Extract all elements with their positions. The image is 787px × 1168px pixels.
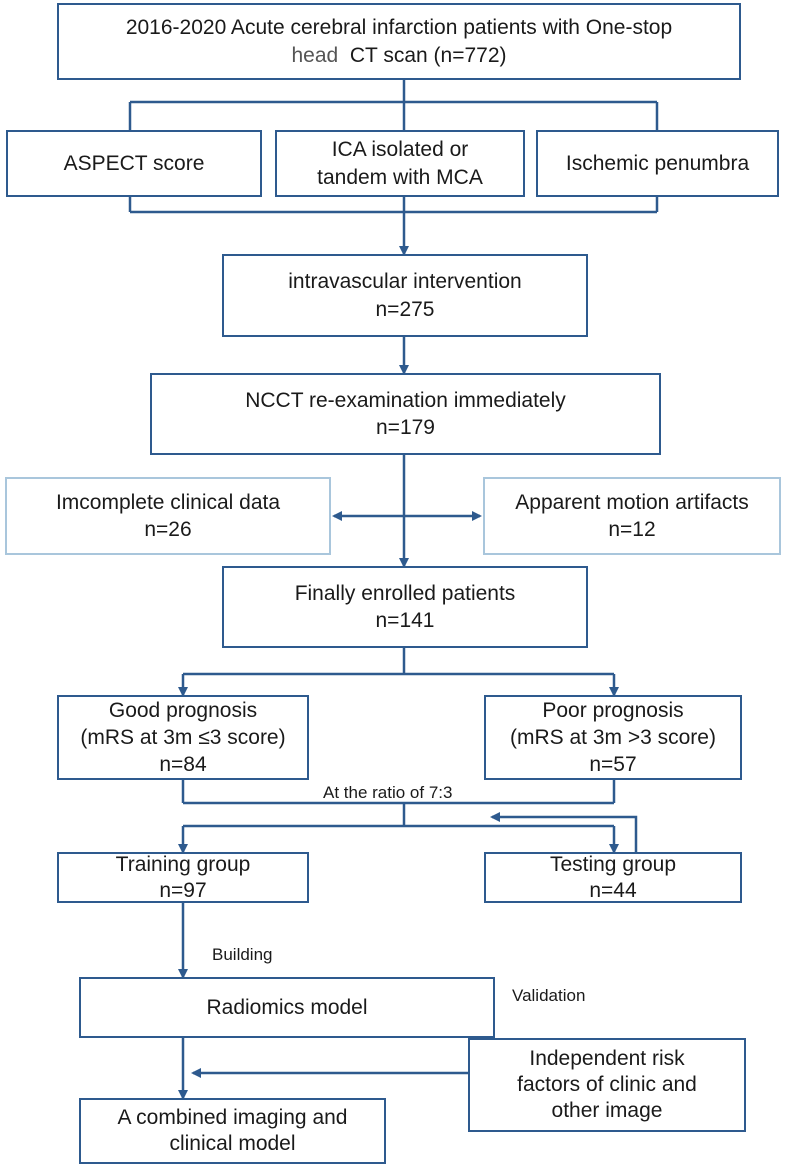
- radiomics-box: Radiomics model: [79, 977, 495, 1038]
- enrolled-line1: Finally enrolled patients: [294, 581, 516, 605]
- risk-line1: Independent risk: [529, 1046, 685, 1070]
- incomplete-box: Imcomplete clinical data n=26: [5, 477, 331, 555]
- motion-box: Apparent motion artifacts n=12: [483, 477, 781, 555]
- good-line3: n=84: [159, 753, 207, 777]
- enrolled-box: Finally enrolled patients n=141: [222, 566, 588, 648]
- motion-line1: Apparent motion artifacts: [515, 490, 749, 514]
- ncct-line2: n=179: [376, 416, 435, 439]
- validation-label: Validation: [512, 986, 586, 1005]
- patients-line2-head: head: [291, 43, 339, 67]
- poor-line1: Poor prognosis: [542, 698, 684, 722]
- ncct-box: NCCT re-examination immediately n=179: [150, 373, 661, 455]
- enrolled-line2: n=141: [375, 609, 435, 632]
- risk-line2: factors of clinic and: [517, 1072, 697, 1096]
- incomplete-line2: n=26: [144, 518, 192, 541]
- ica-box: ICA isolated or tandem with MCA: [275, 130, 525, 197]
- penumbra-box: Ischemic penumbra: [536, 130, 779, 197]
- risk-line3: other image: [551, 1099, 663, 1123]
- building-label: Building: [212, 945, 273, 964]
- good-prognosis-box: Good prognosis (mRS at 3m ≤3 score) n=84: [57, 695, 309, 780]
- testing-box: Testing group n=44: [484, 852, 742, 903]
- motion-line2: n=12: [608, 518, 656, 541]
- poor-line2: (mRS at 3m >3 score): [510, 725, 716, 749]
- poor-prognosis-box: Poor prognosis (mRS at 3m >3 score) n=57: [484, 695, 742, 780]
- testing-line2: n=44: [589, 878, 637, 902]
- patients-box: 2016-2020 Acute cerebral infarction pati…: [57, 3, 741, 80]
- aspect-label: ASPECT score: [63, 151, 205, 175]
- training-box: Training group n=97: [57, 852, 309, 903]
- training-line2: n=97: [159, 878, 207, 902]
- ratio-label: At the ratio of 7:3: [323, 783, 453, 802]
- ncct-line1: NCCT re-examination immediately: [245, 388, 566, 412]
- combined-line1: A combined imaging and: [117, 1105, 348, 1129]
- ica-line2: tandem with MCA: [317, 165, 483, 189]
- patients-line2-rest: CT scan (n=772): [349, 43, 507, 67]
- good-line2: (mRS at 3m ≤3 score): [80, 725, 286, 749]
- patients-line1: 2016-2020 Acute cerebral infarction pati…: [125, 16, 673, 40]
- risk-factors-box: Independent risk factors of clinic and o…: [468, 1038, 746, 1132]
- incomplete-line1: Imcomplete clinical data: [55, 490, 281, 514]
- intervention-box: intravascular intervention n=275: [222, 254, 588, 337]
- radiomics-label: Radiomics model: [206, 995, 368, 1019]
- ica-line1: ICA isolated or: [331, 138, 469, 162]
- intervention-line2: n=275: [375, 297, 435, 321]
- testing-line1: Testing group: [549, 853, 677, 877]
- aspect-box: ASPECT score: [6, 130, 262, 197]
- combined-model-box: A combined imaging and clinical model: [79, 1098, 386, 1164]
- penumbra-label: Ischemic penumbra: [565, 151, 750, 175]
- combined-line2: clinical model: [169, 1132, 296, 1155]
- intervention-line1: intravascular intervention: [288, 270, 522, 294]
- good-line1: Good prognosis: [108, 698, 258, 722]
- poor-line3: n=57: [589, 753, 637, 777]
- training-line1: Training group: [115, 853, 251, 877]
